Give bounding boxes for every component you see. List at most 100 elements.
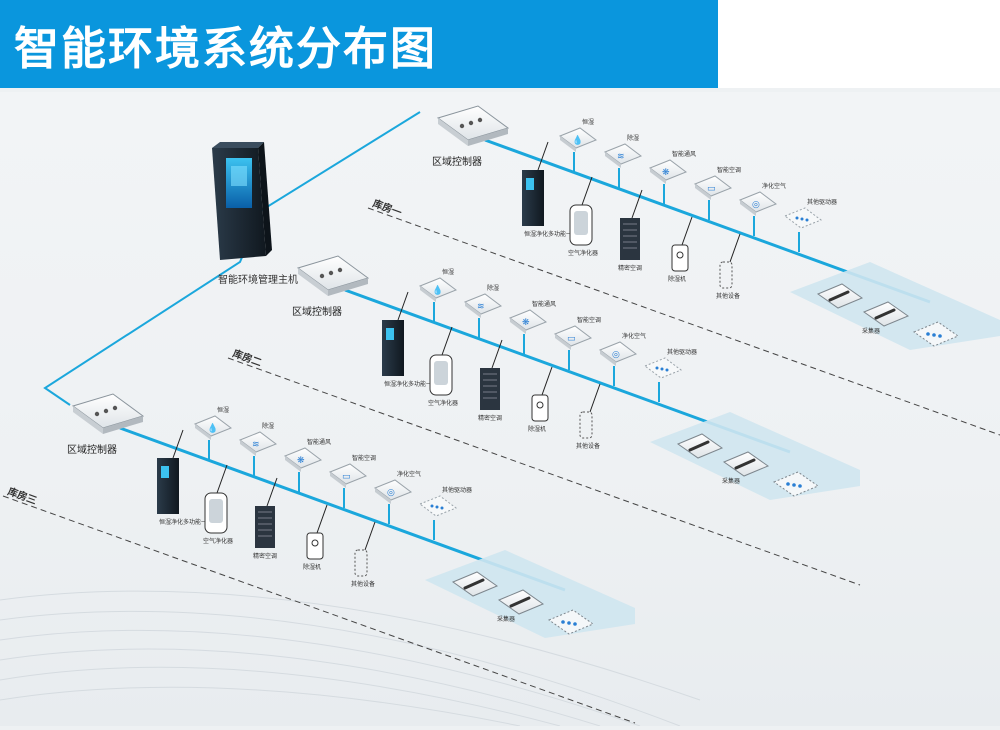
floor-device-label: 精密空调: [618, 264, 642, 272]
svg-text:≋: ≋: [252, 440, 260, 450]
floor-device-1: 恒湿净化多功能一体机: [157, 429, 219, 526]
sensor-panel: 采集器: [650, 412, 860, 500]
floor-device-label: 其他设备: [576, 442, 600, 450]
device-5: ◎ 净化空气: [598, 332, 646, 386]
device-label: 智能通风: [307, 438, 331, 446]
device-3: ❋ 智能通风: [648, 150, 696, 204]
device-4: ▭ 智能空调: [328, 454, 376, 508]
device-6: 其他驱动器: [418, 486, 472, 540]
floor-device-label: 空气净化器: [203, 537, 233, 545]
distribution-diagram: 智能环境管理主机 库房一区域控制器💧恒湿≋除湿❋智能通风▭智能空调◎净化空气其他…: [0, 105, 1000, 727]
floor-device-label: 其他设备: [351, 580, 375, 588]
floor-device-label: 除湿机: [303, 563, 321, 571]
diagram-stage: 智能环境管理主机 库房一区域控制器💧恒湿≋除湿❋智能通风▭智能空调◎净化空气其他…: [0, 92, 1000, 727]
svg-text:❋: ❋: [522, 318, 530, 328]
floor-device-2: 空气净化器: [428, 326, 458, 407]
svg-text:◎: ◎: [387, 488, 395, 498]
svg-text:◎: ◎: [612, 350, 620, 360]
page-title: 智能环境系统分布图: [14, 22, 438, 75]
floor-device-label: 恒湿净化多功能一体机: [524, 230, 584, 238]
device-3: ❋ 智能通风: [283, 438, 331, 492]
sensor-label: 采集器: [862, 327, 880, 335]
device-label: 除湿: [262, 422, 274, 430]
floor-device-3: 精密空调: [253, 477, 278, 560]
zone-label: 库房二: [231, 347, 264, 369]
svg-text:💧: 💧: [572, 134, 583, 146]
device-2: ≋ 除湿: [238, 422, 278, 476]
svg-text:≋: ≋: [617, 152, 625, 162]
svg-text:💧: 💧: [432, 284, 443, 296]
management-host: 智能环境管理主机: [212, 142, 298, 286]
device-label: 其他驱动器: [442, 486, 472, 494]
floor-device-5: 其他设备: [351, 521, 376, 588]
area-controller: 区域控制器: [67, 393, 145, 456]
floor-device-5: 其他设备: [716, 233, 741, 300]
svg-text:▭: ▭: [707, 184, 716, 194]
svg-text:❋: ❋: [662, 168, 670, 178]
device-label: 智能空调: [352, 454, 376, 462]
device-label: 净化空气: [622, 332, 646, 340]
floor-device-4: 除湿机: [668, 216, 693, 283]
device-label: 其他驱动器: [807, 198, 837, 206]
floor-device-label: 其他设备: [716, 292, 740, 300]
device-label: 智能空调: [577, 316, 601, 324]
floor-device-5: 其他设备: [576, 383, 601, 450]
device-5: ◎ 净化空气: [738, 182, 786, 236]
svg-text:≋: ≋: [477, 302, 485, 312]
device-label: 除湿: [627, 134, 639, 142]
device-2: ≋ 除湿: [603, 134, 643, 188]
host-label: 智能环境管理主机: [218, 273, 298, 286]
zone-label: 库房三: [6, 485, 39, 507]
header-blank-area: [718, 0, 1000, 88]
sensor-label: 采集器: [722, 477, 740, 485]
svg-text:▭: ▭: [567, 334, 576, 344]
zone-1: 库房一区域控制器💧恒湿≋除湿❋智能通风▭智能空调◎净化空气其他驱动器恒湿净化多功…: [367, 105, 1000, 436]
floor-device-4: 除湿机: [528, 366, 553, 433]
floor-device-2: 空气净化器: [203, 464, 233, 545]
device-1: 💧 恒湿: [193, 406, 233, 460]
zone-label: 库房一: [371, 197, 404, 219]
floor-device-label: 精密空调: [253, 552, 277, 560]
device-label: 净化空气: [762, 182, 786, 190]
floor-device-label: 精密空调: [478, 414, 502, 422]
device-label: 除湿: [487, 284, 499, 292]
zone-divider: [367, 207, 1000, 436]
device-3: ❋智能通风: [508, 300, 556, 354]
controller-label: 区域控制器: [292, 305, 342, 318]
floor-device-label: 空气净化器: [428, 399, 458, 407]
floor-device-label: 除湿机: [528, 425, 546, 433]
area-controller: 区域控制器: [292, 255, 370, 318]
zone-divider: [227, 357, 861, 586]
device-label: 净化空气: [397, 470, 421, 478]
sensor-panel: 采集器: [425, 550, 635, 638]
floor-device-label: 空气净化器: [568, 249, 598, 257]
device-6: 其他驱动器: [783, 198, 837, 252]
sensor-label: 采集器: [497, 615, 515, 623]
floor-device-3: 精密空调: [478, 339, 503, 422]
device-label: 智能通风: [672, 150, 696, 158]
device-label: 恒湿: [217, 406, 229, 414]
area-controller: 区域控制器: [432, 105, 510, 168]
device-6: 其他驱动器: [643, 348, 697, 402]
device-4: ▭ 智能空调: [693, 166, 741, 220]
device-4: ▭ 智能空调: [553, 316, 601, 370]
device-1: 💧 恒湿: [418, 268, 458, 322]
device-5: ◎ 净化空气: [373, 470, 421, 524]
svg-text:💧: 💧: [207, 422, 218, 434]
device-label: 其他驱动器: [667, 348, 697, 356]
device-1: 💧恒湿: [558, 118, 598, 172]
controller-label: 区域控制器: [67, 443, 117, 456]
device-2: ≋ 除湿: [463, 284, 503, 338]
controller-label: 区域控制器: [432, 155, 482, 168]
floor-device-4: 除湿机: [303, 504, 328, 571]
zone-divider: [2, 495, 636, 724]
title-banner: 智能环境系统分布图: [0, 0, 718, 88]
svg-text:❋: ❋: [297, 456, 305, 466]
svg-text:▭: ▭: [342, 472, 351, 482]
device-label: 智能空调: [717, 166, 741, 174]
device-label: 恒湿: [442, 268, 454, 276]
svg-text:◎: ◎: [752, 200, 760, 210]
floor-device-label: 除湿机: [668, 275, 686, 283]
floor-device-2: 空气净化器: [568, 176, 598, 257]
